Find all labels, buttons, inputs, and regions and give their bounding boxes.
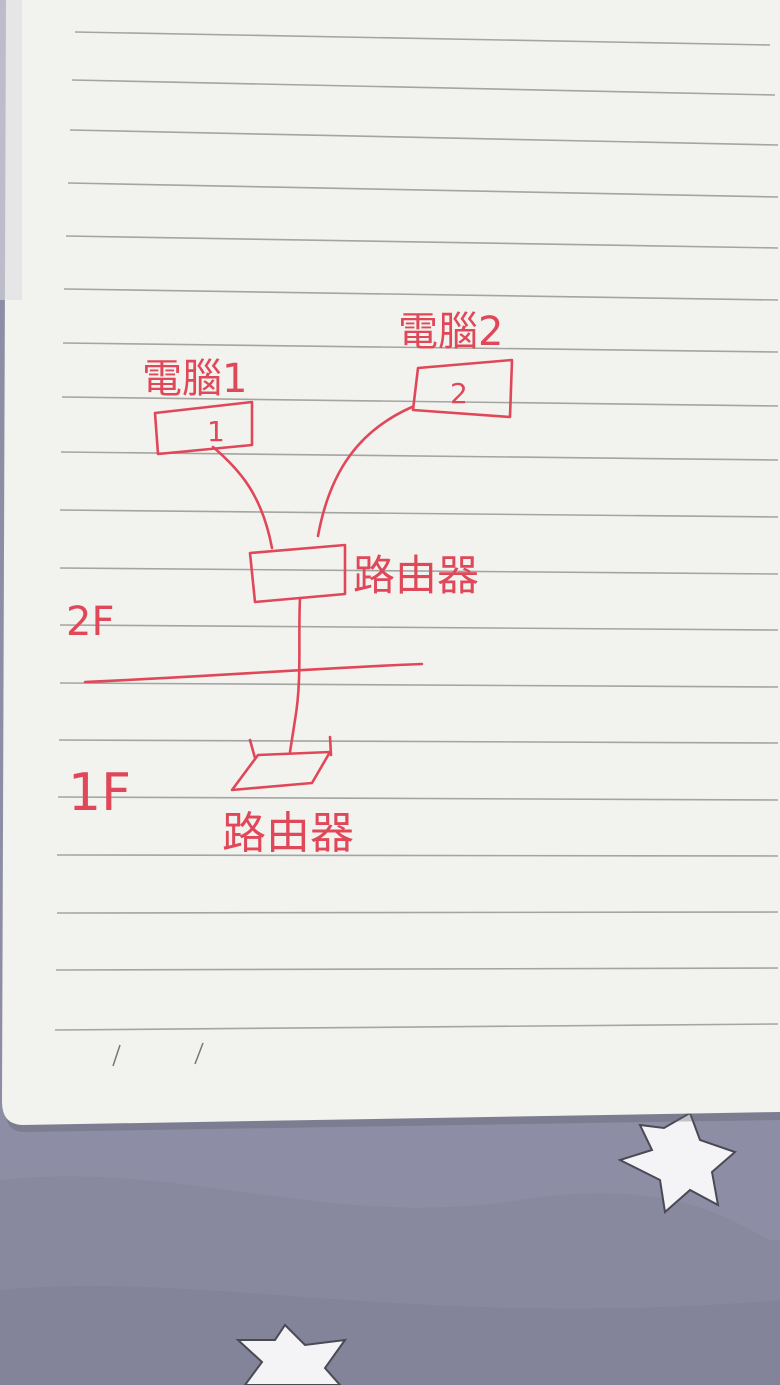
star-print: [235, 1323, 348, 1385]
floor-label-lower: 1F: [68, 763, 131, 823]
floor-divider: [83, 662, 424, 684]
router-upper-label: 路由器: [353, 551, 479, 600]
router-lower-label: 路由器: [222, 808, 354, 859]
computer-2-box: [411, 358, 514, 419]
computer-1-box: [153, 400, 254, 456]
page-edge-strip: [0, 0, 22, 300]
computer-1-label: 電腦1: [142, 356, 247, 402]
computer-1-box-label: 1: [207, 415, 225, 448]
router-lower-shape: [230, 750, 332, 792]
link-computer1-router: [211, 445, 274, 550]
link-computer2-router: [316, 405, 414, 538]
network-diagram: [83, 358, 514, 792]
computer-2-label: 電腦2: [398, 309, 503, 355]
pen-marks: [112, 1042, 204, 1067]
ruled-lines: [54, 31, 779, 1031]
router-lower-antenna: [328, 735, 333, 757]
router-upper-box: [248, 543, 347, 604]
computer-2-box-label: 2: [450, 377, 468, 410]
fabric-fold: [0, 1176, 780, 1385]
router-lower-antenna: [248, 738, 257, 760]
fabric-fold: [0, 1285, 780, 1385]
link-router-router: [288, 596, 302, 754]
floor-label-upper: 2F: [66, 599, 114, 645]
notebook-page: [2, 0, 780, 1125]
